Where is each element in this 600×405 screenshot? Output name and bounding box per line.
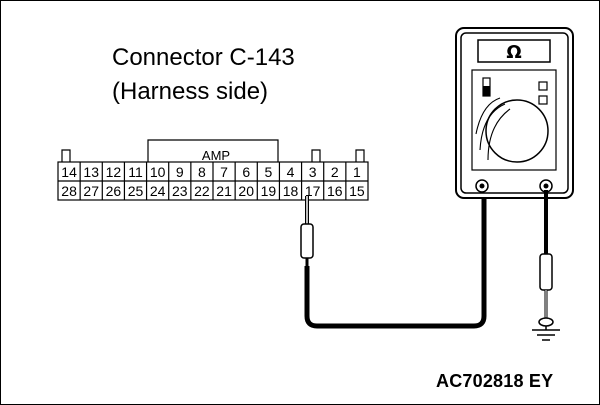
ground-lead [538,190,554,327]
terminal-21: 21 [216,183,232,199]
terminal-18: 18 [283,183,299,199]
terminal-12: 12 [106,164,122,180]
terminal-3: 3 [309,164,317,180]
connector-cell-dividers [79,162,347,200]
terminal-19: 19 [261,183,277,199]
terminal-17: 17 [305,183,321,199]
terminal-23: 23 [172,183,188,199]
terminal-16: 16 [327,183,343,199]
ohm-symbol: Ω [506,42,521,63]
connector-title: Connector C-143 [112,44,295,71]
multimeter-bezel [460,32,569,194]
figure-id: AC702818 EY [436,371,554,391]
terminal-28: 28 [61,183,77,199]
terminal-2: 2 [331,164,339,180]
connector-subtitle: (Harness side) [112,78,269,105]
terminal-1: 1 [353,164,361,180]
connector-latch [147,139,279,162]
indicator-square-2 [538,95,548,105]
dial-range-arcs [475,97,511,161]
ground-clip [538,317,554,327]
probe-left-handle [300,223,314,259]
terminal-7: 7 [220,164,228,180]
rotary-dial [485,99,549,163]
terminal-9: 9 [176,164,184,180]
indicator-square-1 [538,81,548,91]
connector-amp-label: AMP [202,148,230,163]
terminal-15: 15 [349,183,365,199]
probe-right-handle [539,253,553,291]
terminal-20: 20 [238,183,254,199]
test-lead-wire [304,186,487,329]
terminal-13: 13 [83,164,99,180]
connector-tab-left [61,149,71,162]
connector-tab-mid [311,149,321,162]
multimeter-display [477,39,551,63]
multimeter: Ω [455,27,574,199]
terminal-10: 10 [150,164,166,180]
terminal-14: 14 [61,164,77,180]
ground-icon [532,326,560,341]
terminal-11: 11 [128,164,143,180]
terminal-5: 5 [264,164,272,180]
terminal-6: 6 [242,164,250,180]
terminal-27: 27 [83,183,99,199]
connector-tab-right [355,149,365,162]
terminal-4: 4 [287,164,295,180]
terminal-8: 8 [198,164,206,180]
probe-left [300,196,314,268]
terminal-22: 22 [194,183,210,199]
connector-bottom-row: 28 27 26 25 24 23 22 21 20 19 18 17 16 15 [61,183,365,199]
multimeter-dial-panel [471,69,557,171]
terminal-26: 26 [106,183,122,199]
terminal-25: 25 [128,183,144,199]
terminal-24: 24 [150,183,166,199]
